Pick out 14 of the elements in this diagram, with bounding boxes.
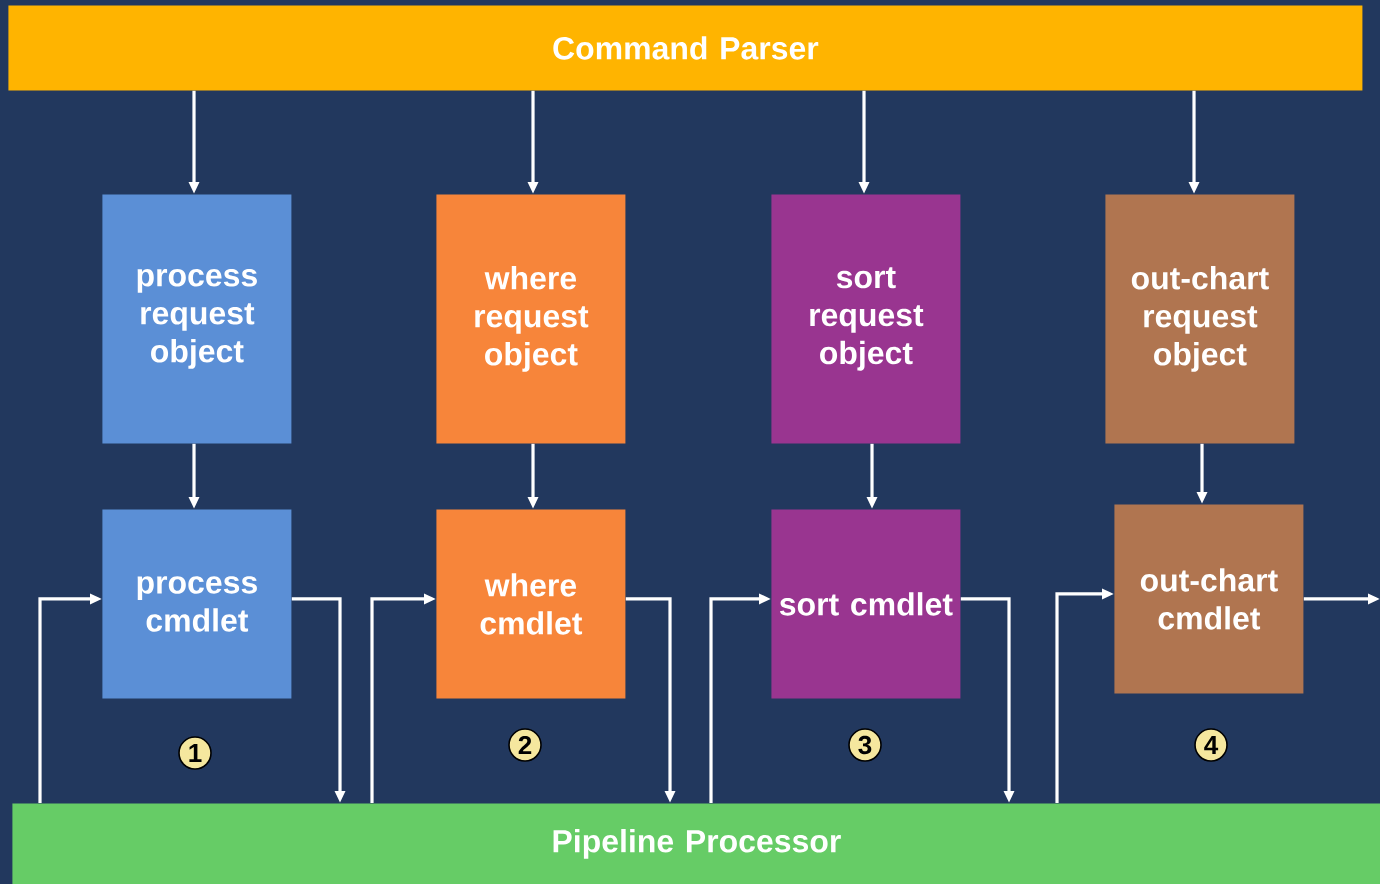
process-box: where request object bbox=[436, 194, 626, 444]
process-box: process cmdlet bbox=[102, 509, 292, 699]
process-box: sort request object bbox=[771, 194, 961, 444]
band: Command Parser bbox=[8, 5, 1363, 91]
process-box: out-chart request object bbox=[1105, 194, 1295, 444]
callout-number: 3 bbox=[848, 728, 882, 762]
process-box: process request object bbox=[102, 194, 292, 444]
callout-number: 4 bbox=[1194, 728, 1228, 762]
callout-number: 1 bbox=[178, 736, 212, 770]
process-box: out-chart cmdlet bbox=[1114, 504, 1304, 694]
process-box: where cmdlet bbox=[436, 509, 626, 699]
callout-number: 2 bbox=[508, 728, 542, 762]
band: Pipeline Processor bbox=[12, 803, 1380, 884]
process-box: sort cmdlet bbox=[771, 509, 961, 699]
